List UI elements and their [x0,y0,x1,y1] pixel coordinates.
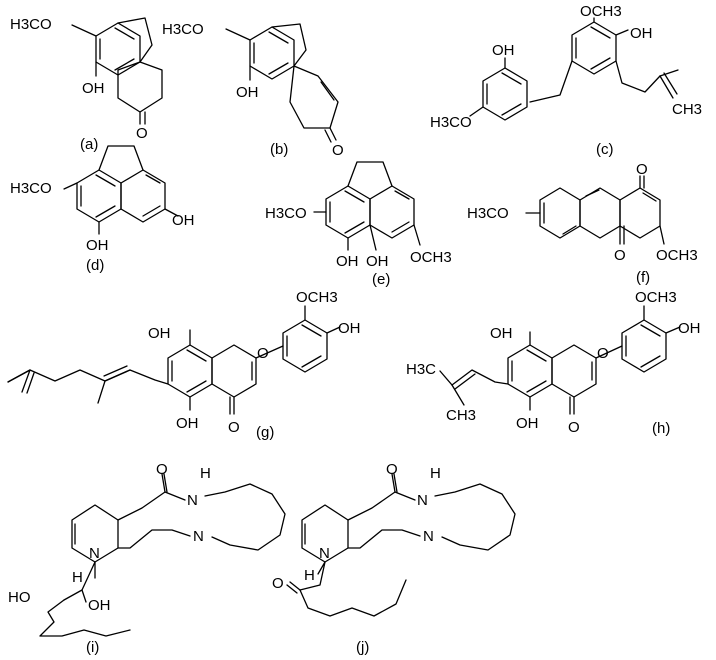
molecule-f-ketone-top-label: O [636,161,648,178]
molecule-h-ketone-label: O [568,419,580,436]
molecule-g-hydroxyl-left-label: OH [148,325,171,342]
molecule-j-amide-h-label: H [430,465,441,482]
molecule-f-ketone-bottom-label: O [614,247,626,264]
molecule-i-caption: (i) [86,639,99,656]
molecule-a-bonds [71,17,163,125]
molecule-i: O H N N N H HO OH (i) [8,461,286,656]
molecule-e-caption: (e) [372,271,390,288]
molecule-e-methoxy-right-label: OCH3 [410,249,452,266]
molecule-j-h-label: H [304,567,315,584]
molecule-c-methyl-label: CH3 [672,101,702,118]
molecule-b-methoxy-label: H3CO [162,21,204,38]
molecule-h-bonds [439,305,681,415]
molecule-b-bonds [225,23,339,143]
molecule-h-hydroxyl-bottom-label: OH [516,415,539,432]
molecule-d-bonds [63,145,179,235]
molecule-h-methoxy-label: OCH3 [635,289,677,306]
molecule-i-hydroxyl-left-label: HO [8,589,31,606]
molecule-g-caption: (g) [256,424,274,441]
molecule-g-ketone-label: O [228,419,240,436]
molecule-c-hydroxyl-top-label: OH [630,25,653,42]
molecule-c-caption: (c) [596,141,614,158]
molecule-b-hydroxyl-label: OH [236,84,259,101]
molecule-j-carbonyl-label: O [386,461,398,478]
molecule-g-bonds [7,305,341,415]
molecule-i-h-label: H [72,569,83,586]
molecule-g-hydroxyl-top-label: OH [338,320,361,337]
molecule-i-hydroxyl-right-label: OH [88,597,111,614]
molecule-a-caption: (a) [80,136,98,153]
molecule-h-caption: (h) [652,420,670,437]
molecule-j-ring-n-label: N [319,545,330,562]
molecule-b-ketone-label: O [332,142,344,159]
molecule-i-bonds [39,473,286,637]
molecule-i-ring-n-label: N [89,545,100,562]
molecule-g-methoxy-label: OCH3 [296,289,338,306]
molecule-j-caption: (j) [356,639,369,656]
molecule-c: OCH3 OH OH CH3 H3CO (c) [430,3,702,158]
molecule-a-ketone-label: O [136,125,148,142]
molecule-b: H3CO OH O (b) [162,21,344,159]
molecule-j: O H N N N H O (j) [272,461,516,656]
molecule-f-methoxy-label: H3CO [467,205,509,222]
molecule-g: OCH3 OH OH O OH O (g) [7,289,361,441]
molecule-d: H3CO OH OH (d) [10,145,195,274]
molecule-f: O H3CO O OCH3 (f) [467,161,698,286]
molecule-h-methyl-bottom-label: CH3 [446,407,476,424]
molecule-e-methoxy-label: H3CO [265,205,307,222]
molecule-c-hydroxyl-bottom-label: OH [492,42,515,59]
molecule-a-methoxy-label: H3CO [10,16,52,33]
molecule-c-bonds [469,17,679,121]
molecule-f-bonds [525,175,665,245]
molecule-e: H3CO OH OH OCH3 (e) [265,161,452,288]
molecule-d-caption: (d) [86,257,104,274]
molecule-d-hydroxyl-left-label: OH [86,237,109,254]
molecule-h-ring-oxygen-label: O [597,345,609,362]
molecule-c-methoxy-bottom-label: H3CO [430,114,472,131]
molecule-b-caption: (b) [270,141,288,158]
molecule-e-hydroxyl-left-label: OH [336,253,359,270]
molecule-i-amide-h-label: H [200,465,211,482]
molecule-g-ring-oxygen-label: O [257,345,269,362]
molecule-d-hydroxyl-right-label: OH [172,212,195,229]
molecule-h-methyl-top-label: H3C [406,361,436,378]
molecule-a: H3CO OH O (a) [10,16,163,153]
molecule-f-caption: (f) [636,269,650,286]
molecule-i-carbonyl-label: O [156,461,168,478]
molecule-j-ketone-label: O [272,575,284,592]
molecule-d-methoxy-label: H3CO [10,180,52,197]
molecule-j-bonds [286,473,516,617]
molecule-j-amine-n-label: N [423,528,434,545]
molecule-i-amine-n-label: N [193,528,204,545]
molecule-j-amide-n-label: N [417,492,428,509]
molecule-f-methoxy-right-label: OCH3 [656,247,698,264]
molecule-a-hydroxyl-label: OH [82,80,105,97]
molecule-h-hydroxyl-top-label: OH [678,320,701,337]
molecule-e-hydroxyl-right-label: OH [366,253,389,270]
molecule-h: OCH3 OH OH O H3C CH3 OH O (h) [406,289,701,437]
molecule-e-bonds [313,161,421,251]
molecule-i-amide-n-label: N [187,492,198,509]
molecule-c-methoxy-label: OCH3 [580,3,622,20]
molecule-h-hydroxyl-left-label: OH [490,325,513,342]
molecule-g-hydroxyl-bottom-label: OH [176,415,199,432]
